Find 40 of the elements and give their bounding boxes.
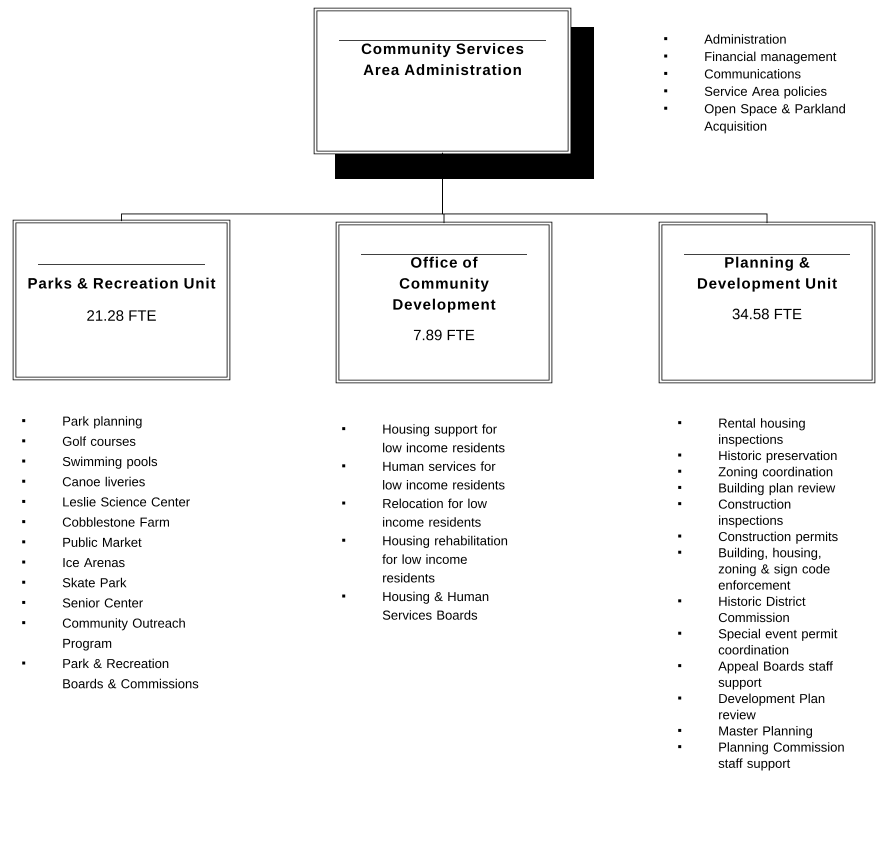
bullet-item: Ice Arenas xyxy=(22,558,125,568)
unit-box: Community Services Area Administration xyxy=(314,8,572,154)
bullet-item: Rental housing inspections xyxy=(678,418,805,447)
bullet-item: Community Outreach Program xyxy=(22,618,185,651)
bullet-item: Cobblestone Farm xyxy=(22,517,169,527)
unit-box: Planning & Development Unit 34.58 FTE xyxy=(658,222,876,384)
bullet-item: Appeal Boards staff support xyxy=(678,661,833,690)
bullet-item: Park planning xyxy=(22,416,142,428)
bullet-item: Leslie Science Center xyxy=(22,497,190,507)
bullet-item: Housing rehabilitation for low income residents xyxy=(342,536,508,583)
bullet-item: Construction permits xyxy=(678,532,838,544)
unit-box: Office of Community Development 7.89 FTE xyxy=(336,222,552,384)
bullet-item: Zoning coordination xyxy=(678,466,832,479)
bullet-item: Financial management xyxy=(664,52,836,64)
bullet-item: Housing & Human Services Boards xyxy=(342,592,488,620)
bullet-item: Senior Center xyxy=(22,598,143,608)
bullet-item: Development Plan review xyxy=(678,694,824,720)
bullet-item: Construction inspections xyxy=(678,499,790,528)
bullet-item: Human services for low income residents xyxy=(342,461,505,490)
bullet-item: Historic District Commission xyxy=(678,596,806,622)
bullet-item: Planning Commission staff support xyxy=(678,742,844,771)
bullet-item: Housing support for low income residents xyxy=(342,424,505,452)
unit-box: Parks & Recreation Unit 21.28 FTE xyxy=(12,220,230,380)
bullet-item: Swimming pools xyxy=(22,456,158,469)
bullet-item: Communications xyxy=(664,69,801,79)
bullet-item: Historic preservation xyxy=(678,450,837,463)
bullet-item: Service Area policies xyxy=(664,86,827,99)
bullet-item: Building plan review xyxy=(678,483,836,496)
bullet-item: Canoe liveries xyxy=(22,476,145,486)
bullet-item: Administration xyxy=(664,34,786,44)
bullet-item: Skate Park xyxy=(22,578,127,588)
bullet-item: Open Space & Parkland Acquisition xyxy=(664,104,845,134)
bullet-item: Master Planning xyxy=(678,726,812,738)
connector-line xyxy=(442,152,768,224)
bullet-item: Special event permit coordination xyxy=(678,628,838,655)
bullet-item: Relocation for low income residents xyxy=(342,498,487,527)
bullet-item: Park & Recreation Boards & Commissions xyxy=(22,658,198,688)
bullet-item: Golf courses xyxy=(22,436,136,446)
bullet-item: Building, housing, zoning & sign code enforcement xyxy=(678,548,830,590)
bullet-item: Public Market xyxy=(22,537,142,547)
